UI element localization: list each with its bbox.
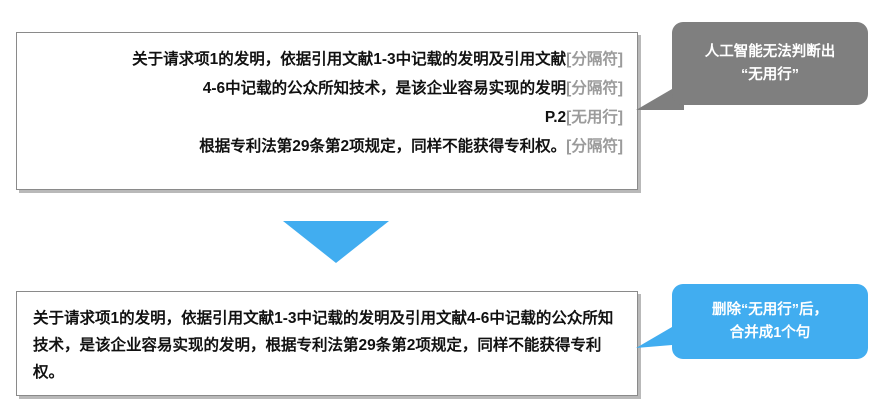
- callout-ai-cannot-detect: 人工智能无法判断出 “无用行”: [672, 22, 868, 105]
- doc-line: 关于请求项1的发明，依据引用文献1-3中记载的发明及引用文献[分隔符]: [31, 45, 623, 74]
- callout-line: 人工智能无法判断出: [704, 43, 836, 60]
- doc-line-main: 4-6中记载的公众所知技术，是该企业容易实现的发明: [202, 80, 567, 97]
- doc-line-useless: P.2[无用行]: [31, 103, 623, 132]
- callout-line: 删除“无用行”后，: [712, 301, 828, 318]
- useless-line-tag: [无用行]: [566, 109, 623, 126]
- merged-paragraph: 关于请求项1的发明，依据引用文献1-3中记载的发明及引用文献4-6中记载的公众所…: [33, 310, 614, 381]
- callout-merged-into-one-sentence: 删除“无用行”后， 合并成1个句: [672, 284, 868, 359]
- separator-tag: [分隔符]: [566, 51, 623, 68]
- doc-line: 根据专利法第29条第2项规定，同样不能获得专利权。[分隔符]: [31, 132, 623, 161]
- callout-line: 合并成1个句: [729, 324, 811, 341]
- doc-line-main: P.2: [544, 109, 567, 126]
- separator-tag: [分隔符]: [566, 80, 623, 97]
- doc-line: 4-6中记载的公众所知技术，是该企业容易实现的发明[分隔符]: [31, 74, 623, 103]
- triangle-down-icon: [283, 221, 389, 263]
- original-text-box: 关于请求项1的发明，依据引用文献1-3中记载的发明及引用文献[分隔符] 4-6中…: [16, 32, 638, 190]
- callout-line: “无用行”: [741, 66, 799, 83]
- separator-tag: [分隔符]: [566, 138, 623, 155]
- merged-text-box: 关于请求项1的发明，依据引用文献1-3中记载的发明及引用文献4-6中记载的公众所…: [16, 291, 638, 396]
- doc-line-main: 根据专利法第29条第2项规定，同样不能获得专利权。: [199, 138, 567, 155]
- doc-line-main: 关于请求项1的发明，依据引用文献1-3中记载的发明及引用文献: [132, 51, 567, 68]
